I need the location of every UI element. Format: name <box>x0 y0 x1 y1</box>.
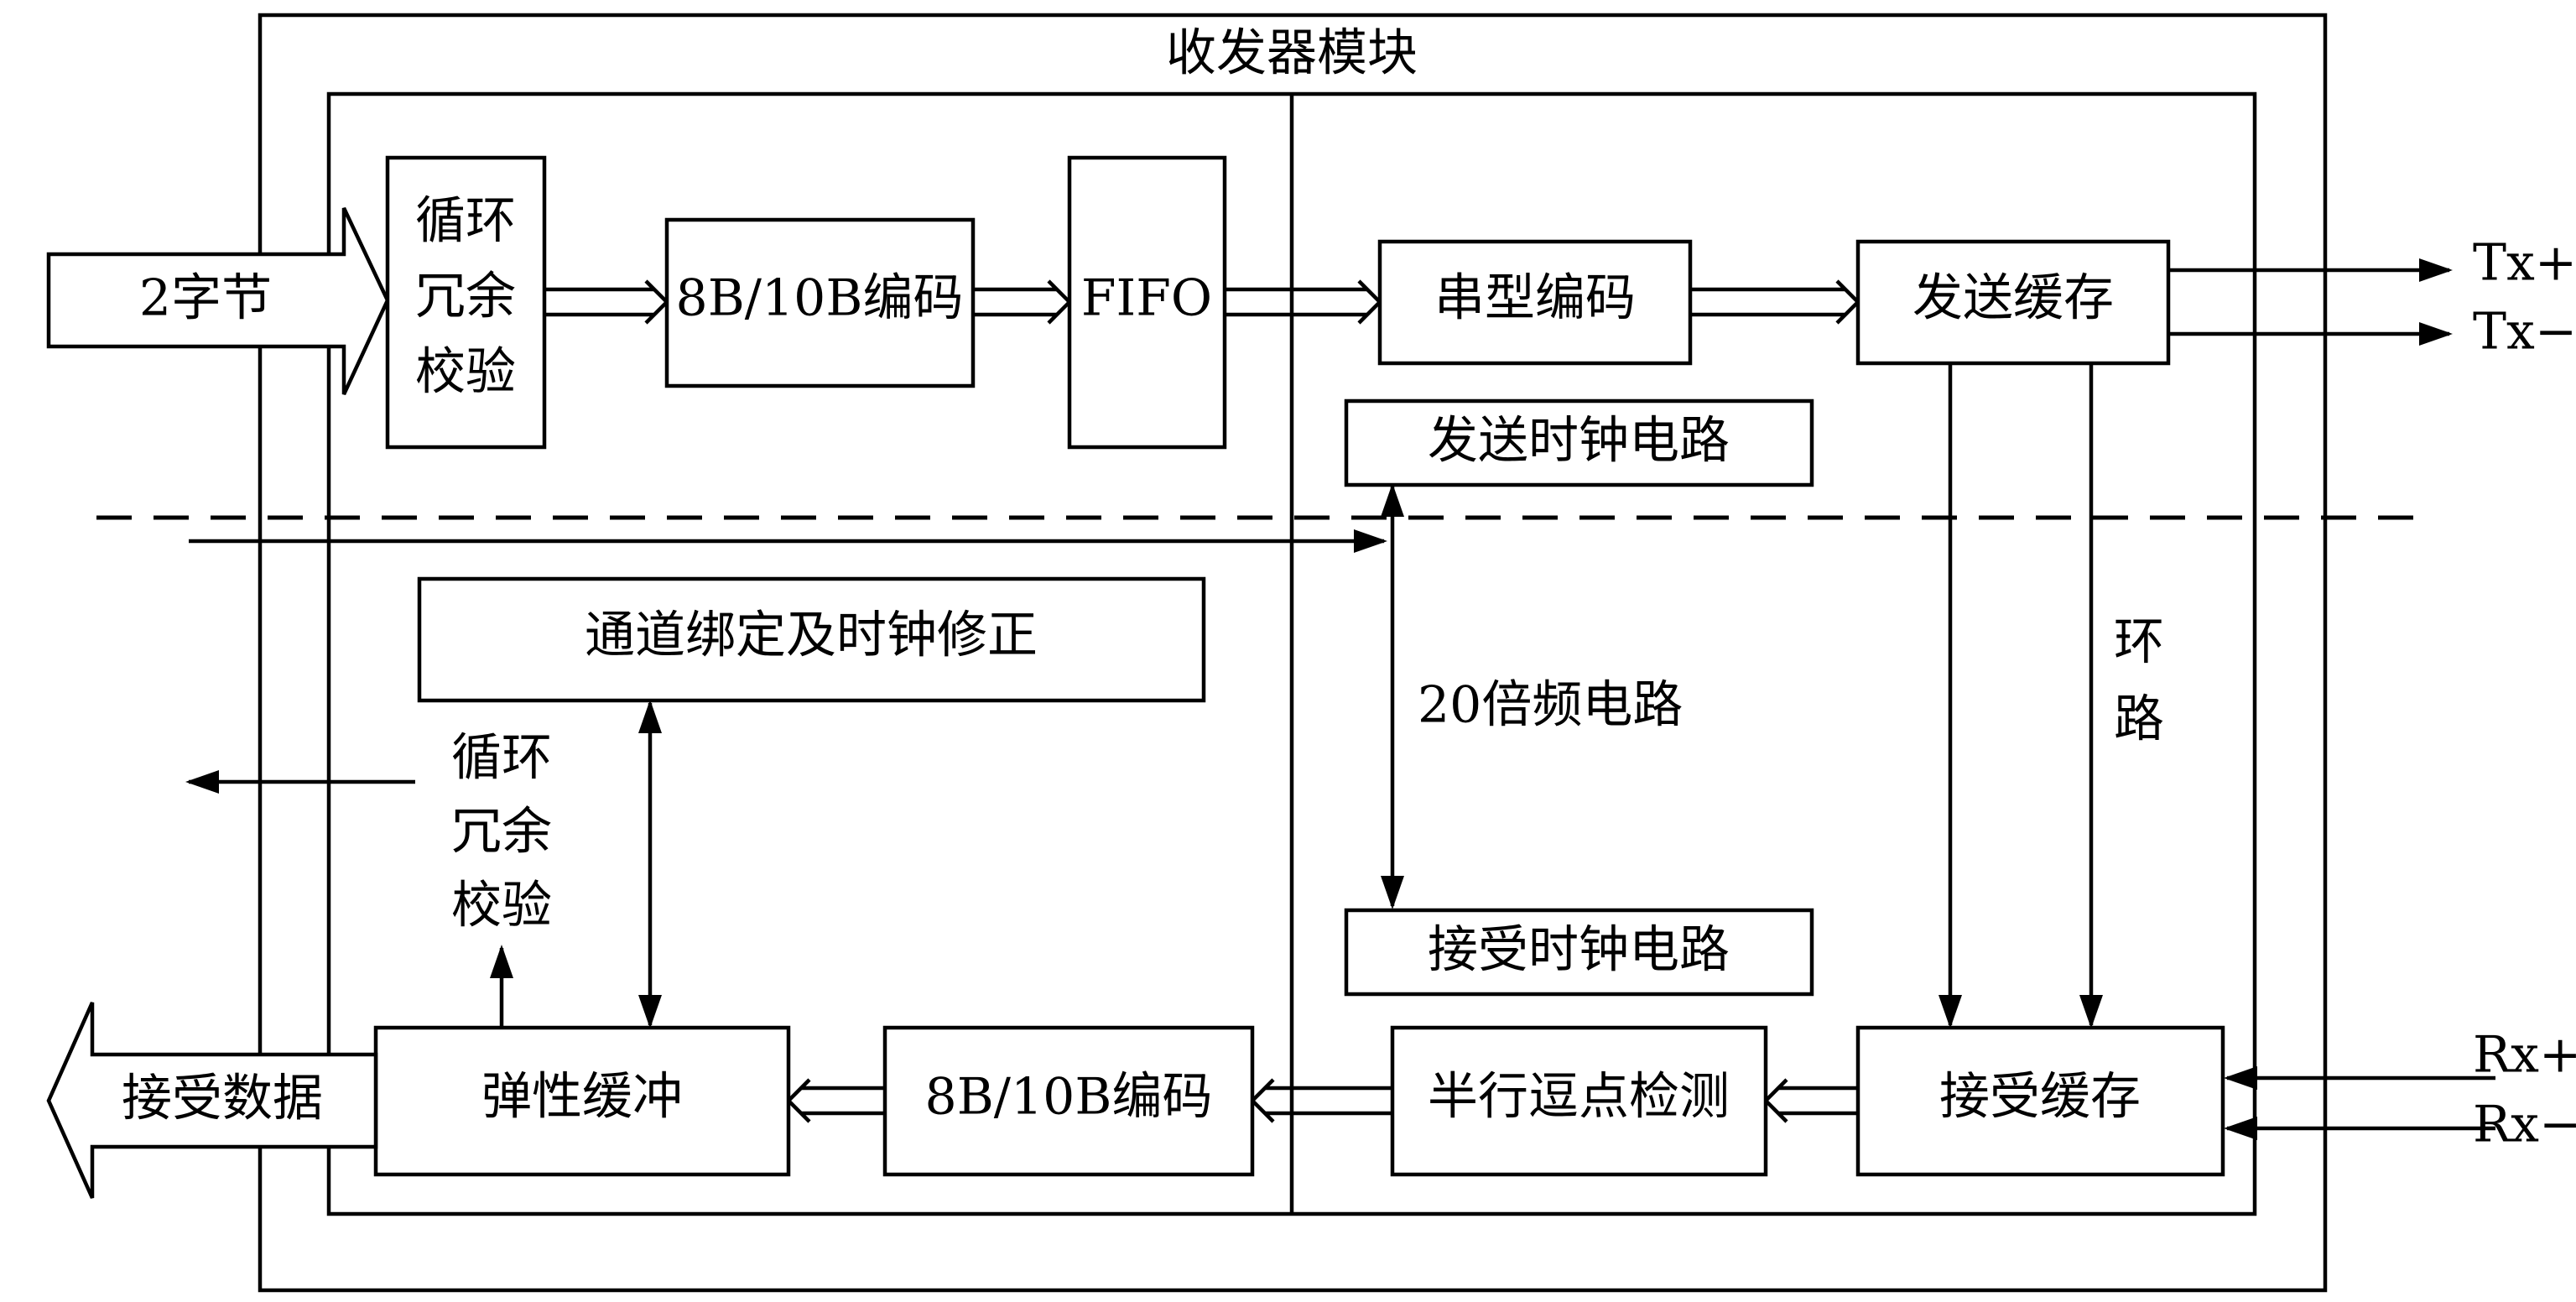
elastic-buffer-label: 弹性缓冲 <box>481 1068 683 1127</box>
loop-label-2: 路 <box>2114 690 2164 749</box>
input-bytes-label: 2字节 <box>139 269 272 328</box>
comma-to-decoder-arrow <box>1249 1078 1392 1123</box>
buffer-to-comma-arrow <box>1762 1078 1858 1123</box>
channel-bonding-block <box>417 576 1206 703</box>
rx-crc-line-2: 冗余 <box>451 803 552 862</box>
receive-clock-block <box>1344 908 1814 997</box>
title-bg <box>1149 25 1434 84</box>
receive-buffer-label: 接受缓存 <box>1939 1068 2141 1127</box>
module-title: 收发器模块 <box>1166 24 1418 83</box>
tx-encoder-to-fifo-arrow <box>973 279 1073 325</box>
rx-decoder-label: 8B/10B编码 <box>925 1068 1213 1127</box>
input-bytes-arrow <box>46 207 390 395</box>
tx-encoder-block <box>664 217 976 388</box>
tx-minus-label: Tx− <box>2473 303 2576 362</box>
send-buffer-label: 发送缓存 <box>1912 269 2114 328</box>
fifo-to-serializer-arrow <box>1225 279 1383 325</box>
receive-clock-label: 接受时钟电路 <box>1428 921 1730 980</box>
elastic-buffer-block <box>373 1025 791 1177</box>
comma-detect-label: 半行逗点检测 <box>1428 1068 1730 1127</box>
comma-detect-block <box>1390 1025 1768 1177</box>
receive-buffer-block <box>1855 1025 2225 1177</box>
tx-crc-to-encoder-arrow <box>544 279 670 325</box>
loop-label-1: 环 <box>2114 613 2164 672</box>
rx-minus-label: Rx− <box>2473 1096 2576 1154</box>
serializer-block <box>1377 239 1693 366</box>
rx-decoder-block <box>882 1025 1255 1177</box>
clock-multiplier-label: 20倍频电路 <box>1418 676 1683 735</box>
send-clock-block <box>1344 398 1814 487</box>
tx-crc-block <box>385 155 547 450</box>
receive-data-arrow <box>46 1002 378 1199</box>
receive-data-label: 接受数据 <box>122 1070 323 1128</box>
decoder-to-elastic-arrow <box>785 1078 885 1123</box>
rx-plus-label: Rx+ <box>2473 1026 2576 1085</box>
tx-crc-line-1: 循环 <box>415 192 516 251</box>
fifo-block <box>1067 155 1227 450</box>
fifo-label: FIFO <box>1081 269 1212 328</box>
rx-crc-line-1: 循环 <box>451 729 552 788</box>
serializer-to-buffer-arrow <box>1690 279 1861 325</box>
channel-bonding-label: 通道绑定及时钟修正 <box>585 607 1038 665</box>
tx-encoder-label: 8B/10B编码 <box>676 269 964 328</box>
send-clock-label: 发送时钟电路 <box>1428 412 1730 471</box>
rx-crc-line-3: 校验 <box>451 877 552 935</box>
outer-frame <box>258 13 2328 1293</box>
tx-plus-label: Tx+ <box>2473 234 2576 293</box>
send-buffer-block <box>1855 239 2171 366</box>
serializer-label: 串型编码 <box>1434 269 1636 328</box>
tx-crc-line-3: 校验 <box>415 343 516 402</box>
tx-crc-line-2: 冗余 <box>415 268 516 326</box>
